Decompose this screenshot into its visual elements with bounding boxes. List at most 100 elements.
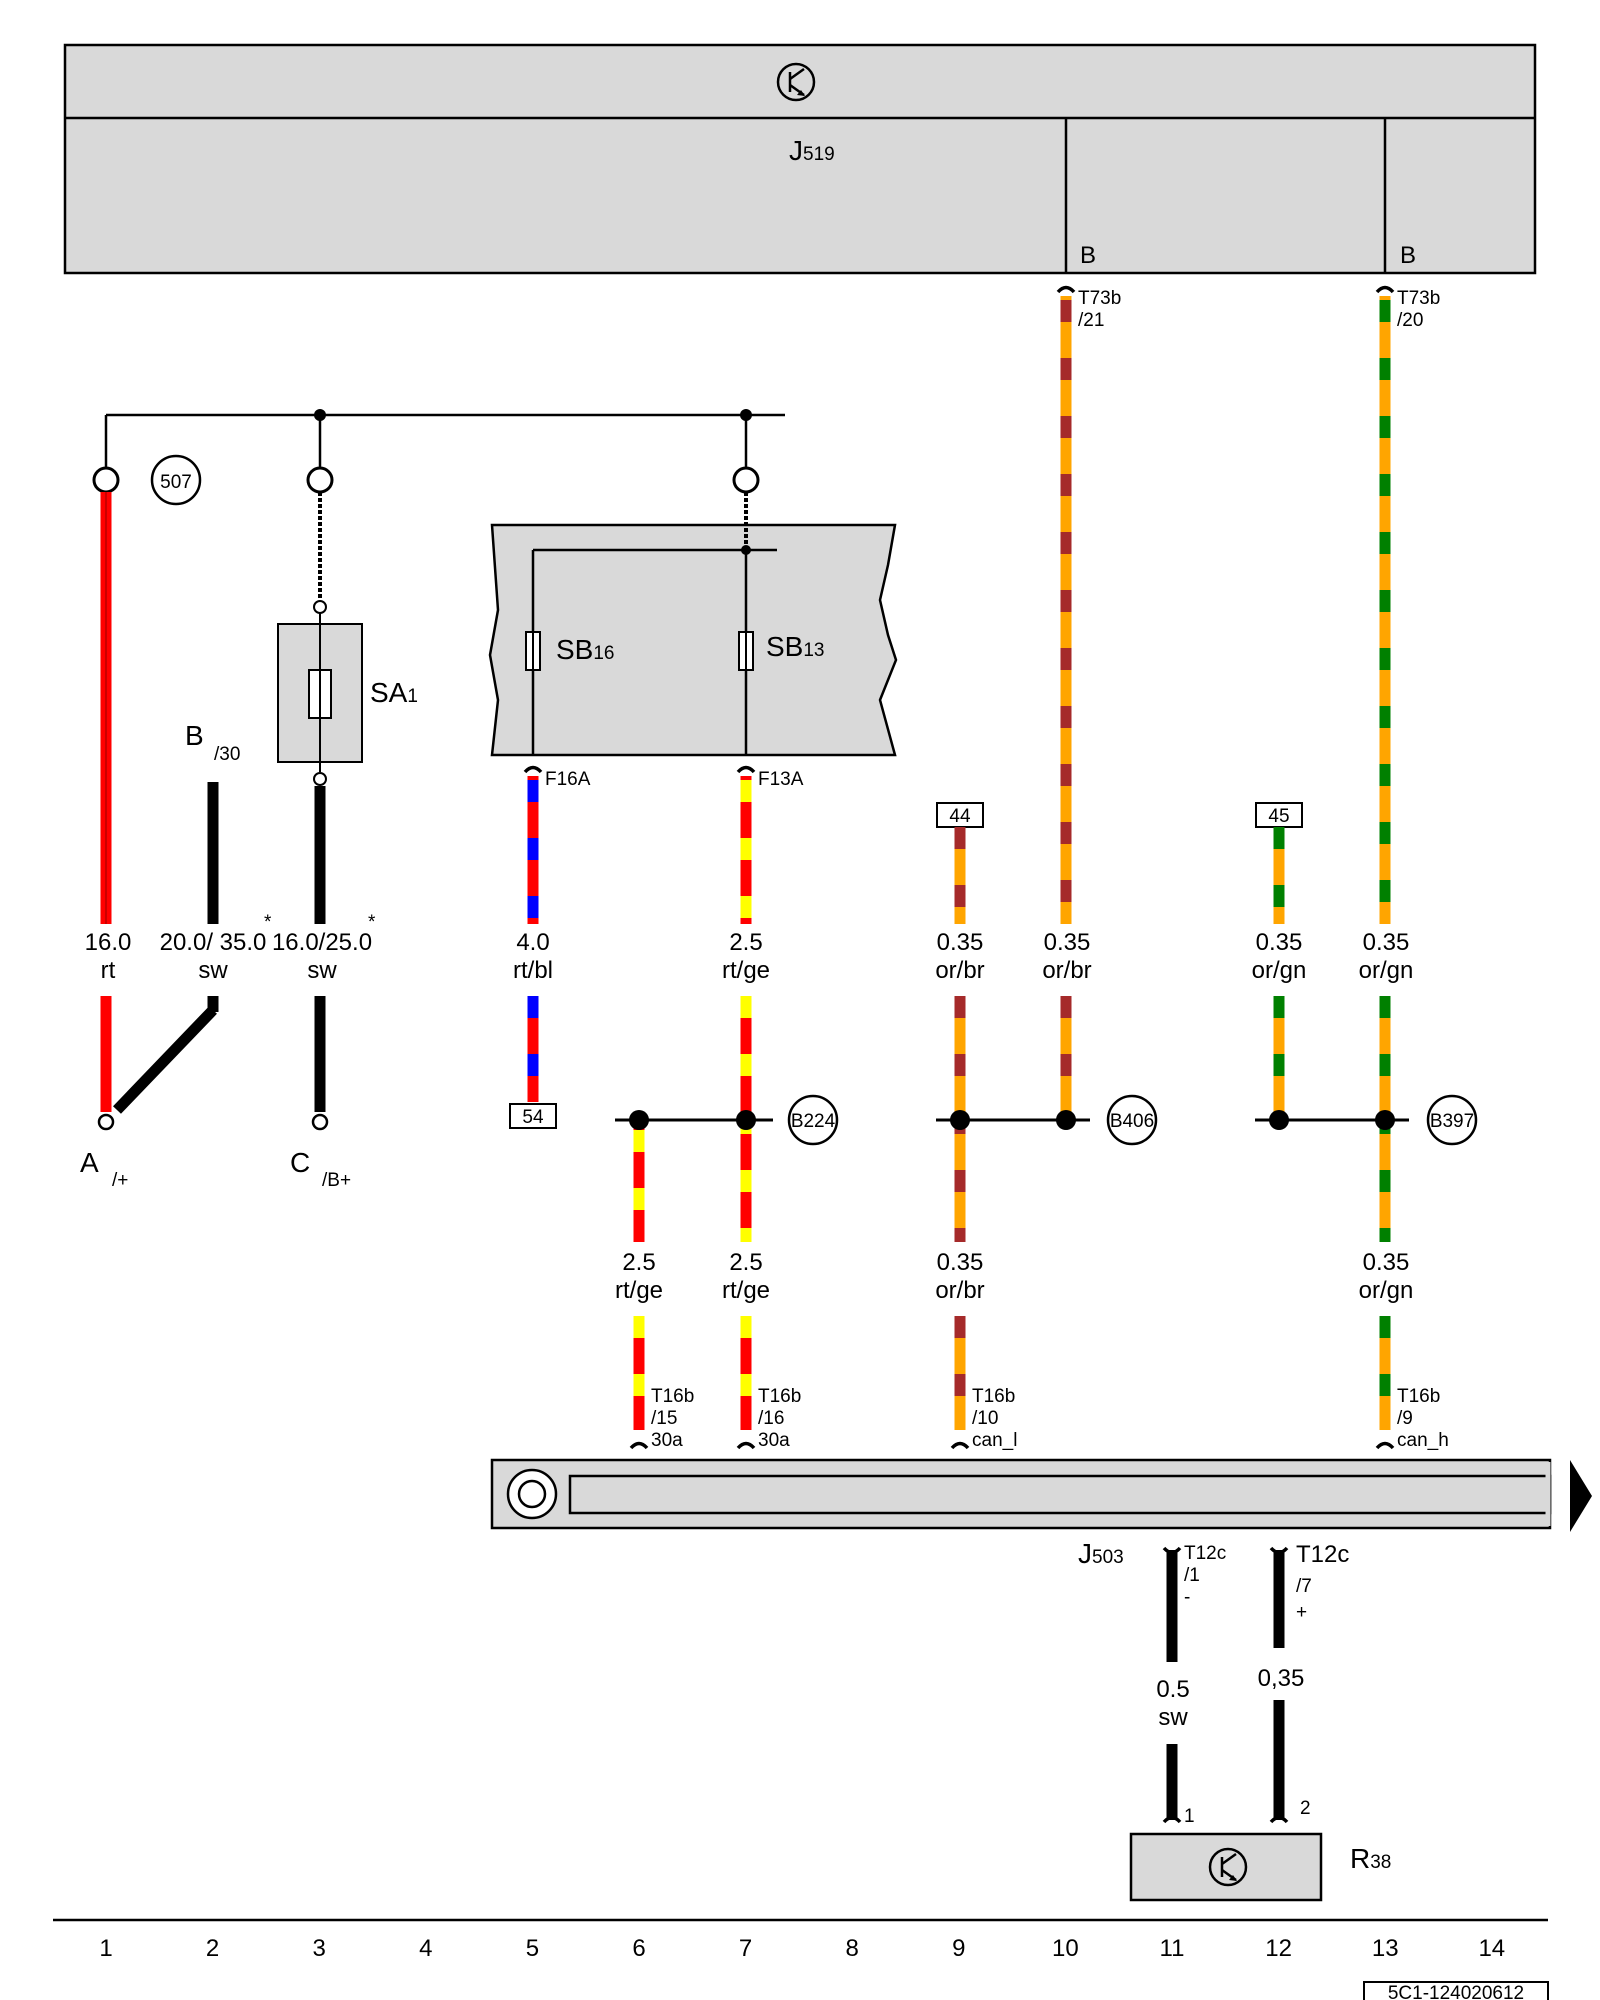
w1-size: 16.0 xyxy=(85,929,132,956)
grid-number-4: 4 xyxy=(419,1935,432,1962)
w13b-color: or/gn xyxy=(1359,1277,1414,1304)
power-bus xyxy=(104,409,785,467)
t12c-7-pin: /7 xyxy=(1296,1576,1312,1597)
connector-t16b-10 xyxy=(950,1441,970,1450)
footer-code: 5C1-124020612 xyxy=(1388,1983,1524,2000)
footer-code-box xyxy=(1363,1981,1549,2000)
grid-number-14: 14 xyxy=(1478,1935,1505,1962)
grid-number-5: 5 xyxy=(526,1935,539,1962)
r38-label: R38 xyxy=(1350,1843,1391,1874)
w9b-size: 0.35 xyxy=(937,1249,984,1276)
w6b-color: rt/ge xyxy=(615,1277,663,1304)
w7b-color: rt/ge xyxy=(722,1277,770,1304)
terminal-b-label: B xyxy=(185,720,204,751)
terminal-circle-7 xyxy=(732,466,760,494)
connector-f16a xyxy=(523,765,543,774)
grid-number-8: 8 xyxy=(846,1935,859,1962)
t12c-7-func: + xyxy=(1296,1602,1307,1623)
w6b-size: 2.5 xyxy=(622,1249,655,1276)
connector-t73b-20 xyxy=(1375,285,1395,294)
grid-number-2: 2 xyxy=(206,1935,219,1962)
t12c-1-func: - xyxy=(1184,1587,1190,1608)
box-44 xyxy=(936,802,984,828)
terminal-circle-1 xyxy=(92,466,120,494)
w13-size: 0.35 xyxy=(1363,929,1410,956)
box-45-label: 45 xyxy=(1268,806,1289,827)
grid-number-1: 1 xyxy=(99,1935,112,1962)
t16b-15-pin: /15 xyxy=(651,1408,677,1429)
splice-b397 xyxy=(1255,1094,1478,1146)
grid-number-12: 12 xyxy=(1265,1935,1292,1962)
connector-f13a xyxy=(736,765,756,774)
t16b-10-func: can_l xyxy=(972,1430,1017,1451)
marker-b224: B224 xyxy=(791,1111,836,1132)
w7-color: rt/ge xyxy=(722,957,770,984)
grid-number-7: 7 xyxy=(739,1935,752,1962)
w2-star: * xyxy=(264,912,272,933)
wire-col2 xyxy=(113,782,219,1114)
connector-t16b-15 xyxy=(629,1441,649,1450)
t16b-15-func: 30a xyxy=(651,1430,683,1451)
w1-color: rt xyxy=(101,957,116,984)
f13a-label: F13A xyxy=(758,769,804,790)
component-r38 xyxy=(1129,1832,1323,1902)
t16b-10-pin: /10 xyxy=(972,1408,998,1429)
j519-pin-b-right: B xyxy=(1400,242,1416,269)
box-54 xyxy=(509,1103,557,1129)
grid-number-11: 11 xyxy=(1160,1935,1185,1962)
terminal-a-circle xyxy=(97,1113,115,1131)
t16b-9-pin: /9 xyxy=(1397,1408,1413,1429)
splice-b224 xyxy=(615,1094,839,1146)
grid-number-3: 3 xyxy=(313,1935,326,1962)
w5-color: rt/bl xyxy=(513,957,553,984)
w9b-color: or/br xyxy=(935,1277,984,1304)
sa1-label: SA1 xyxy=(370,677,418,708)
t16b-15-label: T16b xyxy=(651,1386,694,1407)
j519-pin-b-left: B xyxy=(1080,242,1096,269)
w3-color: sw xyxy=(307,957,337,984)
t12c-7-label: T12c xyxy=(1296,1541,1349,1568)
w2-color: sw xyxy=(198,957,228,984)
f16a-label: F16A xyxy=(545,769,591,790)
terminal-b-sub: /30 xyxy=(214,744,240,765)
w2-size: 20.0/ 35.0 xyxy=(160,929,267,956)
wire-col6 xyxy=(633,1120,752,1430)
t16b-16-label: T16b xyxy=(758,1386,801,1407)
t16b-16-pin: /16 xyxy=(758,1408,784,1429)
w11-size: 0.5 xyxy=(1156,1676,1189,1703)
marker-507 xyxy=(150,454,202,506)
terminal-a-sub: /+ xyxy=(112,1170,128,1191)
r38-pin-1: 1 xyxy=(1184,1806,1195,1827)
box-44-label: 44 xyxy=(949,806,971,827)
marker-b397: B397 xyxy=(1430,1111,1474,1132)
w10-size: 0.35 xyxy=(1044,929,1091,956)
terminal-circle-3 xyxy=(306,466,334,494)
t73b-21-pin: /21 xyxy=(1078,310,1104,331)
terminal-c-circle xyxy=(311,1113,329,1131)
w7-size: 2.5 xyxy=(729,929,762,956)
t12c-1-label: T12c xyxy=(1184,1543,1226,1564)
w12a-size: 0.35 xyxy=(1256,929,1303,956)
t16b-16-func: 30a xyxy=(758,1430,790,1451)
w12-size: 0,35 xyxy=(1258,1665,1305,1692)
r38-pin-2: 2 xyxy=(1300,1798,1311,1819)
j503-label: J503 xyxy=(1078,1538,1124,1569)
connector-t16b-9 xyxy=(1375,1441,1395,1450)
w10-color: or/br xyxy=(1042,957,1091,984)
grid-number-6: 6 xyxy=(632,1935,645,1962)
splice-b406 xyxy=(936,1094,1158,1146)
t16b-10-label: T16b xyxy=(972,1386,1015,1407)
j519-label: J519 xyxy=(789,135,835,166)
w5-size: 4.0 xyxy=(516,929,549,956)
t73b-20-label: T73b xyxy=(1397,288,1440,309)
w3-size: 16.0/25.0 xyxy=(272,929,372,956)
grid-number-13: 13 xyxy=(1372,1935,1399,1962)
connector-t73b-21 xyxy=(1056,285,1076,294)
w7b-size: 2.5 xyxy=(729,1249,762,1276)
w13-color: or/gn xyxy=(1359,957,1414,984)
control-unit-j503 xyxy=(490,1458,1552,1530)
marker-507-label: 507 xyxy=(160,472,192,493)
terminal-c-sub: /B+ xyxy=(322,1170,351,1191)
